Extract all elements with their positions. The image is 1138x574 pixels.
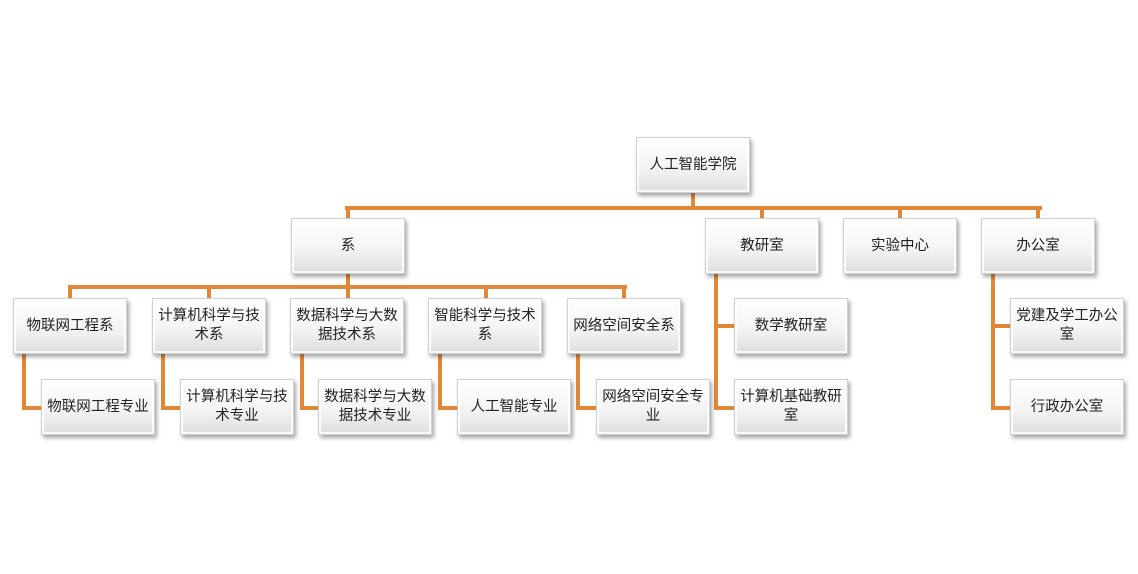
connector-root [345, 191, 1042, 220]
node-departments: 系 [291, 218, 405, 274]
node-teaching-office: 数学教研室 [734, 298, 848, 354]
connector-majors [22, 353, 598, 410]
node-root: 人工智能学院 [636, 137, 750, 193]
node-admin-office: 行政办公室 [1010, 379, 1124, 435]
node-major: 物联网工程专业 [41, 379, 155, 435]
node-major: 数据科学与大数据技术专业 [318, 379, 432, 435]
node-teaching-research: 教研室 [705, 218, 819, 274]
node-lab-center: 实验中心 [843, 218, 957, 274]
node-major: 计算机科学与技术专业 [180, 379, 294, 435]
node-teaching-office: 计算机基础教研室 [734, 379, 848, 435]
connector-teaching [714, 272, 736, 410]
node-department: 网络空间安全系 [567, 298, 681, 354]
connector-admin [991, 272, 1012, 410]
node-admin-office: 党建及学工办公室 [1010, 298, 1124, 354]
node-department: 数据科学与大数据技术系 [290, 298, 404, 354]
node-major: 网络空间安全专业 [596, 379, 710, 435]
node-department: 计算机科学与技术系 [152, 298, 266, 354]
node-major: 人工智能专业 [457, 379, 571, 435]
node-office: 办公室 [981, 218, 1095, 274]
node-department: 智能科学与技术系 [428, 298, 542, 354]
connector-departments [68, 272, 627, 300]
node-department: 物联网工程系 [13, 298, 127, 354]
